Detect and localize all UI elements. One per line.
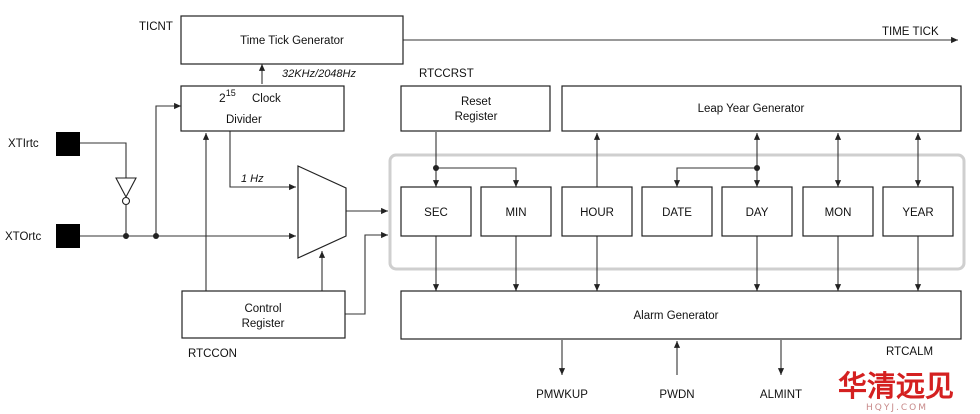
- watermark-cn: 华清远见: [838, 369, 954, 403]
- day-to-date-wire: [673, 167, 757, 187]
- sec-register-box: [400, 186, 472, 237]
- leap-year-generator-label: Leap Year Generator: [698, 103, 805, 115]
- sec-label: SEC: [424, 207, 448, 219]
- date-label: DATE: [662, 207, 692, 219]
- reset-register-label-1: Reset: [461, 96, 492, 108]
- hour-label: HOUR: [580, 207, 614, 219]
- one-hz-wire: [229, 131, 296, 191]
- clock-divider-label-1: Clock: [252, 93, 281, 105]
- junction-dot: [433, 165, 439, 171]
- leap-year-generator-box: [561, 85, 962, 132]
- inverter-icon: [115, 177, 137, 199]
- reset-register-box: [400, 85, 551, 132]
- frequency-label: 32KHz/2048Hz: [282, 68, 356, 80]
- xtirtc-pin: [56, 132, 80, 156]
- time-tick-generator-label: Time Tick Generator: [240, 35, 344, 47]
- junction-dot: [754, 165, 760, 171]
- min-label: MIN: [505, 207, 526, 219]
- alarm-generator-label: Alarm Generator: [633, 310, 718, 322]
- rtccrst-label: RTCCRST: [419, 68, 474, 80]
- wires: [80, 36, 958, 375]
- day-label: DAY: [746, 207, 769, 219]
- clock-in-wire: [155, 102, 181, 236]
- junction-dot: [123, 233, 129, 239]
- date-register-box: [641, 186, 713, 237]
- clock-divider-base: 215: [219, 88, 236, 105]
- xtirtc-label: XTIrtc: [8, 138, 39, 150]
- watermark-en: HQYJ.COM: [866, 403, 928, 413]
- ticnt-label: TICNT: [139, 21, 173, 33]
- reset-to-min-wire: [436, 167, 520, 187]
- rtccon-label: RTCCON: [188, 348, 237, 360]
- control-register-label-2: Register: [242, 318, 285, 330]
- min-register-box: [480, 186, 552, 237]
- mon-register-box: [802, 186, 874, 237]
- xtortc-label: XTOrtc: [5, 231, 41, 243]
- pwdn-label: PWDN: [659, 389, 694, 401]
- time-tick-label: TIME TICK: [882, 26, 939, 38]
- year-register-box: [882, 186, 954, 237]
- control-to-bank-wire: [345, 231, 388, 315]
- clock-divider-box: [180, 85, 345, 132]
- reset-register-label-2: Register: [455, 111, 498, 123]
- watermark-logo: 华清远见 HQYJ.COM: [838, 369, 954, 413]
- one-hz-label: 1 Hz: [241, 173, 264, 185]
- xti-wire: [80, 142, 127, 178]
- xtortc-pin: [56, 224, 80, 248]
- year-label: YEAR: [902, 207, 933, 219]
- clock-divider-label-2: Divider: [226, 114, 262, 126]
- multiplexer-icon: [297, 165, 347, 259]
- rtcalm-label: RTCALM: [886, 346, 933, 358]
- mon-label: MON: [825, 207, 852, 219]
- hour-register-box: [561, 186, 633, 237]
- control-register-label-1: Control: [244, 303, 281, 315]
- almint-label: ALMINT: [760, 389, 802, 401]
- day-register-box: [721, 186, 793, 237]
- pmwkup-label: PMWKUP: [536, 389, 588, 401]
- alarm-generator-box: [400, 290, 962, 340]
- inverter-bubble-icon: [121, 196, 131, 206]
- counter-registers-group: [388, 153, 966, 271]
- time-tick-generator-box: [180, 15, 404, 65]
- junction-dot: [153, 233, 159, 239]
- control-register-box: [181, 290, 346, 339]
